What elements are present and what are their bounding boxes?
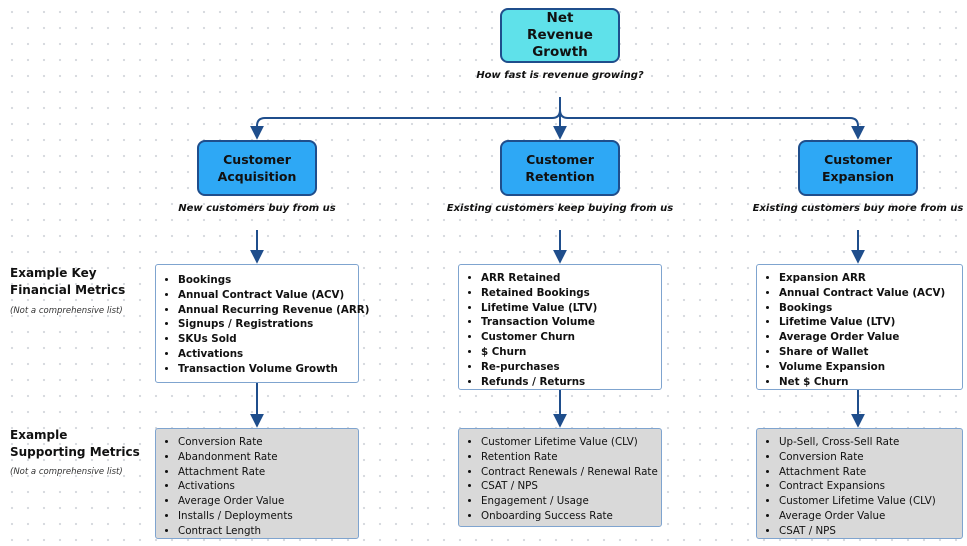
list-item: Attachment Rate: [178, 465, 352, 480]
financial-metrics-box-acquisition: Bookings Annual Contract Value (ACV) Ann…: [155, 264, 369, 383]
row-note-supporting: (Not a comprehensive list): [10, 467, 123, 477]
row-note-financial: (Not a comprehensive list): [10, 306, 123, 316]
list-item: $ Churn: [481, 345, 655, 360]
pillar-caption-expansion: Existing customers buy more from us: [752, 203, 964, 214]
list-item: Retention Rate: [481, 450, 655, 465]
list-item: Contract Expansions: [779, 479, 956, 494]
list-item: Volume Expansion: [779, 360, 956, 375]
list-item: Lifetime Value (LTV): [481, 301, 655, 316]
list-item: CSAT / NPS: [481, 479, 655, 494]
list-item: Installs / Deployments: [178, 509, 352, 524]
list-item: Share of Wallet: [779, 345, 956, 360]
list-item: Average Order Value: [178, 494, 352, 509]
supporting-metrics-box-expansion: Up-Sell, Cross-Sell Rate Conversion Rate…: [756, 428, 963, 539]
financial-metrics-list: ARR Retained Retained Bookings Lifetime …: [467, 271, 655, 389]
list-item: Conversion Rate: [178, 435, 352, 450]
root-node-net-revenue-growth: Net Revenue Growth: [500, 8, 620, 63]
pillar-title-expansion: Customer Expansion: [821, 152, 895, 184]
connector-root-to-acquisition: [250, 109, 561, 140]
pillar-node-acquisition: Customer Acquisition: [197, 140, 317, 196]
list-item: Up-Sell, Cross-Sell Rate: [779, 435, 956, 450]
supporting-metrics-list: Up-Sell, Cross-Sell Rate Conversion Rate…: [765, 435, 956, 539]
list-item: CSAT / NPS: [779, 524, 956, 539]
list-item: Activations: [178, 479, 352, 494]
list-item: Refunds / Returns: [481, 375, 655, 390]
list-item: Annual Contract Value (ACV): [178, 288, 352, 303]
list-item: Annual Recurring Revenue (ARR): [178, 303, 369, 318]
list-item: Signups / Registrations: [178, 317, 352, 332]
supporting-metrics-box-acquisition: Conversion Rate Abandonment Rate Attachm…: [155, 428, 359, 539]
pillar-title-acquisition: Customer Acquisition: [217, 152, 297, 184]
row-label-supporting: Example Supporting Metrics: [10, 428, 140, 459]
list-item: Transaction Volume Growth: [178, 362, 352, 377]
list-item: Annual Contract Value (ACV): [779, 286, 956, 301]
list-item: Net $ Churn: [779, 375, 956, 390]
pillar-node-retention: Customer Retention: [500, 140, 620, 196]
list-item: ARR Retained: [481, 271, 655, 286]
connector-root-to-expansion: [559, 109, 865, 140]
row-label-financial: Example Key Financial Metrics: [10, 266, 126, 297]
financial-metrics-list: Bookings Annual Contract Value (ACV) Ann…: [164, 273, 369, 377]
list-item: Bookings: [178, 273, 352, 288]
pillar-caption-acquisition: New customers buy from us: [178, 203, 336, 214]
supporting-metrics-list: Customer Lifetime Value (CLV) Retention …: [467, 435, 658, 524]
supporting-metrics-box-retention: Customer Lifetime Value (CLV) Retention …: [458, 428, 662, 527]
list-item: Lifetime Value (LTV): [779, 315, 956, 330]
pillar-caption-retention: Existing customers keep buying from us: [446, 203, 674, 214]
list-item: Bookings: [779, 301, 956, 316]
list-item: Transaction Volume: [481, 315, 655, 330]
supporting-metrics-list: Conversion Rate Abandonment Rate Attachm…: [164, 435, 352, 539]
list-item: Customer Churn: [481, 330, 655, 345]
list-item: Expansion ARR: [779, 271, 956, 286]
list-item: Contract Length: [178, 524, 352, 539]
list-item: Engagement / Usage: [481, 494, 655, 509]
list-item: SKUs Sold: [178, 332, 352, 347]
pillar-title-retention: Customer Retention: [525, 152, 595, 184]
list-item: Contract Renewals / Renewal Rate: [481, 465, 658, 480]
financial-metrics-list: Expansion ARR Annual Contract Value (ACV…: [765, 271, 956, 389]
financial-metrics-box-retention: ARR Retained Retained Bookings Lifetime …: [458, 264, 662, 390]
list-item: Onboarding Success Rate: [481, 509, 655, 524]
pillar-node-expansion: Customer Expansion: [798, 140, 918, 196]
list-item: Average Order Value: [779, 509, 956, 524]
list-item: Abandonment Rate: [178, 450, 352, 465]
root-title: Net Revenue Growth: [527, 10, 593, 60]
root-question: How fast is revenue growing?: [476, 70, 644, 81]
list-item: Retained Bookings: [481, 286, 655, 301]
list-item: Activations: [178, 347, 352, 362]
list-item: Customer Lifetime Value (CLV): [779, 494, 956, 509]
financial-metrics-box-expansion: Expansion ARR Annual Contract Value (ACV…: [756, 264, 963, 390]
list-item: Average Order Value: [779, 330, 956, 345]
list-item: Re-purchases: [481, 360, 655, 375]
list-item: Conversion Rate: [779, 450, 956, 465]
list-item: Attachment Rate: [779, 465, 956, 480]
list-item: Customer Lifetime Value (CLV): [481, 435, 655, 450]
